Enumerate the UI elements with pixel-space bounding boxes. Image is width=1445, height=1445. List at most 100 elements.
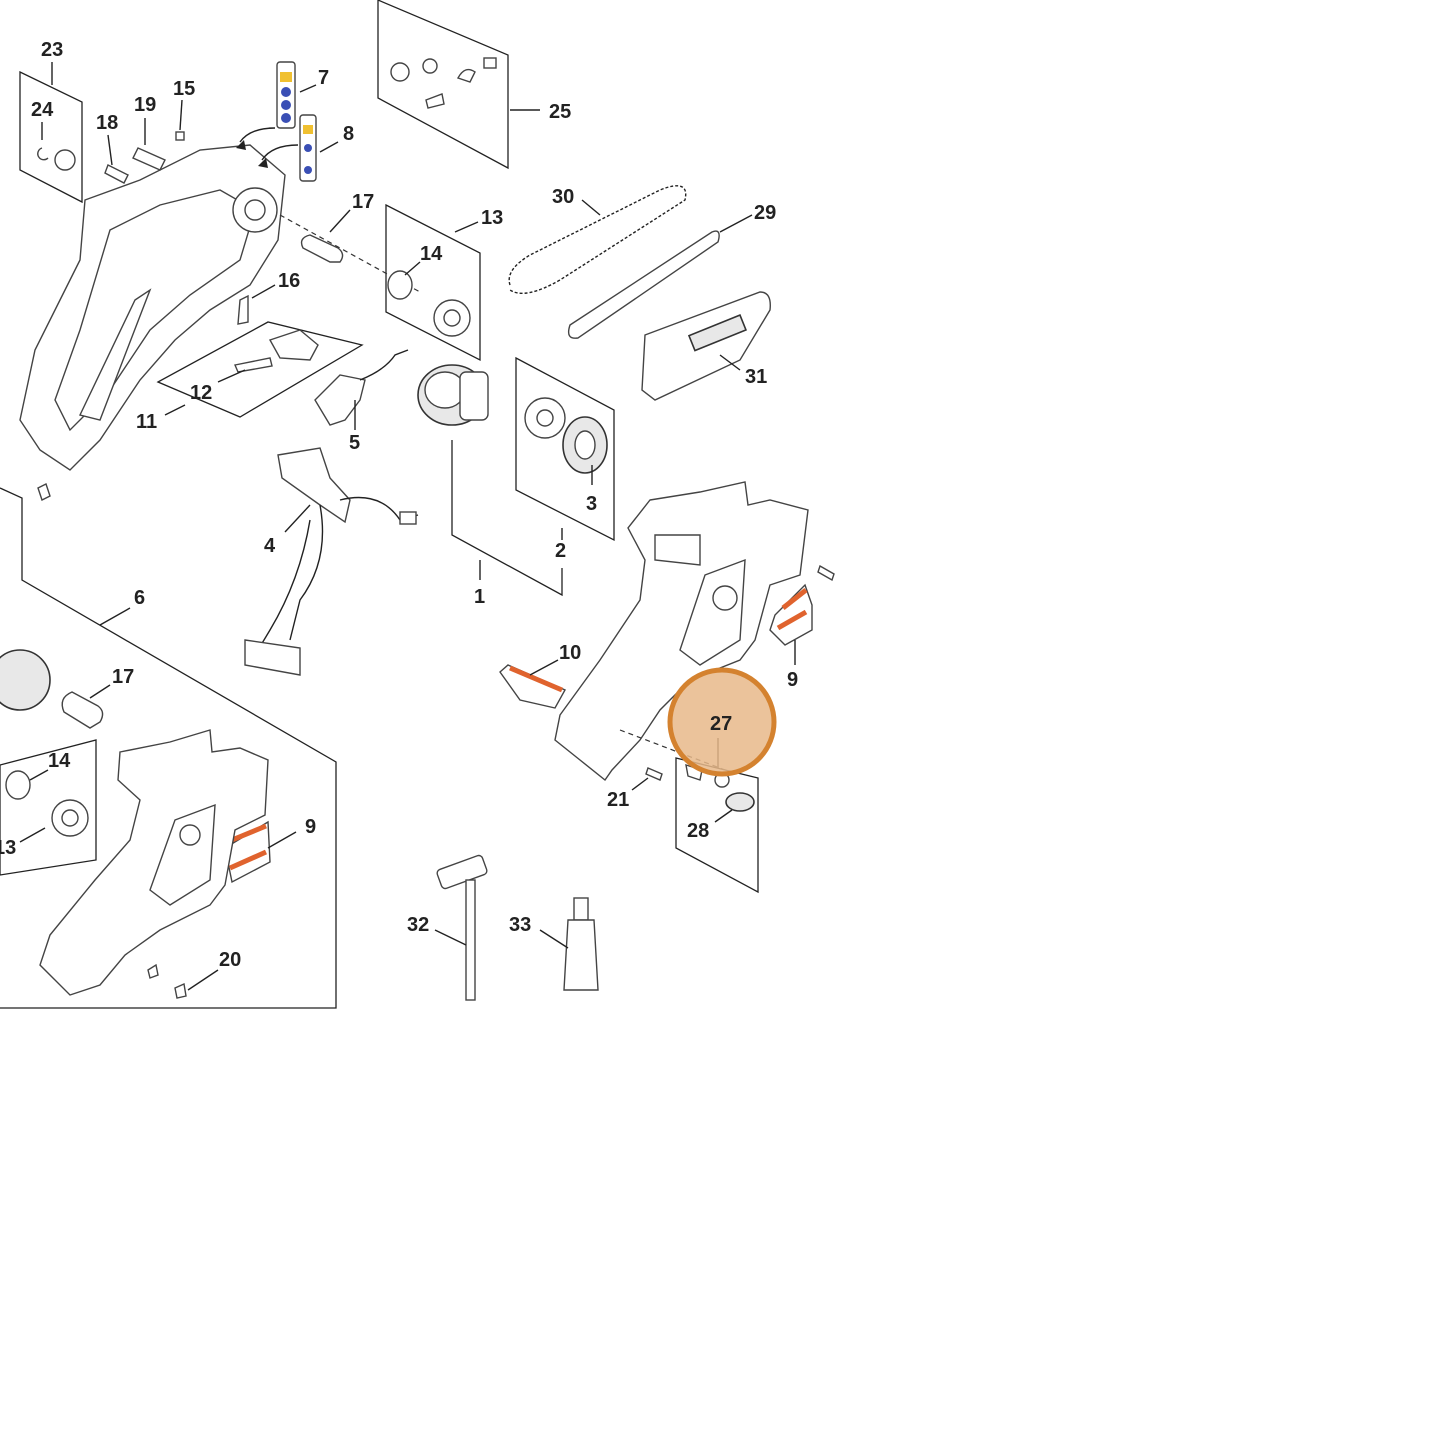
callout-6[interactable]: 6 <box>134 587 145 609</box>
callout-20[interactable]: 20 <box>219 949 241 971</box>
part-13-knob-inner <box>443 309 461 327</box>
callout-24[interactable]: 24 <box>31 99 54 121</box>
callout-3[interactable]: 3 <box>586 493 597 515</box>
callout-13[interactable]: 13 <box>481 207 503 229</box>
callout-2[interactable]: 2 <box>555 540 566 562</box>
frame-2-3 <box>515 356 615 542</box>
callout-7[interactable]: 7 <box>318 67 329 89</box>
label-7-icon-c <box>281 113 291 123</box>
leader-13-lower <box>19 827 46 843</box>
part-screw-right <box>817 564 835 582</box>
part-11-switch <box>268 329 319 361</box>
leader-6 <box>99 607 131 626</box>
label-7-icon-b <box>281 100 291 110</box>
part-28-ring <box>725 792 755 812</box>
frame-11-12 <box>156 321 364 418</box>
part-5-wire <box>359 349 409 381</box>
frame-13-14 <box>385 203 481 362</box>
callout-21[interactable]: 21 <box>607 789 629 811</box>
callout-9-right[interactable]: 9 <box>787 669 798 691</box>
housing-right-hub <box>712 585 738 611</box>
part-25-c <box>456 68 476 83</box>
part-19-shape <box>132 147 166 171</box>
callout-10[interactable]: 10 <box>559 642 581 664</box>
callout-31[interactable]: 31 <box>745 366 767 388</box>
callout-8[interactable]: 8 <box>343 123 354 145</box>
part-1-motor-body <box>459 371 489 421</box>
part-9-left-stripe-a <box>231 823 267 843</box>
part-14-disc <box>387 270 413 300</box>
callout-13-lower[interactable]: 13 <box>0 837 16 859</box>
callout-30[interactable]: 30 <box>552 186 574 208</box>
part-4-connector <box>399 511 417 525</box>
leader-11 <box>164 404 186 416</box>
leader-30 <box>581 199 601 216</box>
part-25-b <box>422 58 438 74</box>
leader-14-lower <box>29 769 49 781</box>
part-31-logo <box>687 314 747 352</box>
callout-14-lower[interactable]: 14 <box>48 750 71 772</box>
part-10-stripe <box>509 665 563 693</box>
part-24-clip <box>37 147 49 161</box>
callout-1[interactable]: 1 <box>474 586 485 608</box>
part-25-a <box>390 62 410 82</box>
callout-18[interactable]: 18 <box>96 112 118 134</box>
callout-25[interactable]: 25 <box>549 101 571 123</box>
part-1-motor-face <box>424 371 466 409</box>
part-5-trigger <box>314 374 366 426</box>
part-9-right-stripe-b <box>776 609 808 631</box>
part-clip-upper <box>37 483 51 501</box>
leader-7 <box>299 84 317 93</box>
part-30-chain <box>508 185 687 294</box>
callout-17-lower[interactable]: 17 <box>112 666 134 688</box>
callout-11[interactable]: 11 <box>136 411 157 433</box>
callout-23[interactable]: 23 <box>41 39 63 61</box>
housing-upper-hub-inner <box>244 199 266 221</box>
part-29-bar <box>567 230 720 339</box>
leader-20 <box>187 969 219 991</box>
leader-17 <box>329 209 351 233</box>
leader-28 <box>714 809 733 823</box>
part-25-d <box>483 57 497 69</box>
group-frames <box>0 0 759 1009</box>
part-16-shape <box>237 294 249 325</box>
part-9-label-right <box>769 583 813 646</box>
part-17-cylinder <box>300 234 344 263</box>
part-4-board <box>277 447 351 524</box>
housing-right-shape <box>554 481 809 782</box>
frame-1 <box>451 440 563 597</box>
leader-10 <box>529 659 559 676</box>
callout-32[interactable]: 32 <box>407 914 429 936</box>
frame-13-14-lower <box>0 739 97 876</box>
callout-33[interactable]: 33 <box>509 914 531 936</box>
label-8-warning <box>303 125 313 134</box>
callout-5[interactable]: 5 <box>349 432 360 454</box>
callout-29[interactable]: 29 <box>754 202 776 224</box>
callout-16[interactable]: 16 <box>278 270 300 292</box>
callout-27[interactable]: 27 <box>710 713 732 735</box>
label-8-icon-a <box>304 144 312 152</box>
callout-4[interactable]: 4 <box>264 535 276 557</box>
highlight-marker[interactable] <box>667 667 777 777</box>
callout-14[interactable]: 14 <box>420 243 443 265</box>
frame-6 <box>0 487 337 1009</box>
part-9-right-stripe-a <box>781 588 808 610</box>
leader-15 <box>179 99 183 131</box>
callout-17[interactable]: 17 <box>352 191 374 213</box>
label-8-icon-b <box>304 166 312 174</box>
part-33-tube-body <box>563 919 599 991</box>
callout-15[interactable]: 15 <box>173 78 195 100</box>
callout-28[interactable]: 28 <box>687 820 709 842</box>
part-24-gear <box>54 149 76 171</box>
callout-9-left[interactable]: 9 <box>305 816 316 838</box>
part-17-lower-cylinder <box>61 691 104 729</box>
frame-25 <box>377 0 509 170</box>
leader-31 <box>719 354 741 371</box>
label-7-arrow <box>239 127 276 143</box>
part-lower-motor <box>0 649 51 711</box>
callout-12[interactable]: 12 <box>190 382 212 404</box>
part-18-shape <box>104 164 129 184</box>
part-4-wire-c <box>257 519 311 651</box>
callout-19[interactable]: 19 <box>134 94 156 116</box>
part-32-wrench-head <box>436 854 488 890</box>
